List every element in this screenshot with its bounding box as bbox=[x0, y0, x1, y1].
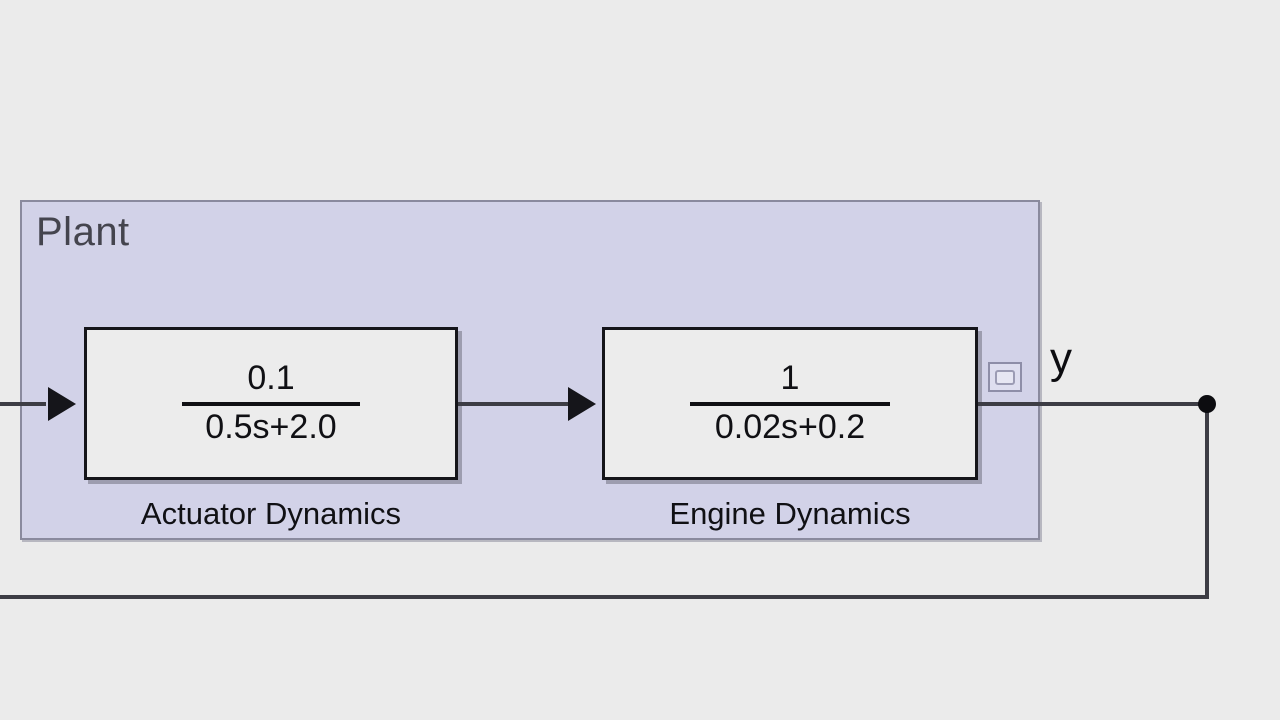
wire-feedback-vertical[interactable] bbox=[1205, 402, 1209, 599]
block-label-actuator-dynamics: Actuator Dynamics bbox=[140, 496, 402, 531]
outport-inner-shape bbox=[995, 369, 1015, 385]
triangle-right-icon-mid bbox=[568, 387, 596, 421]
transfer-function-engine: 1 0.02s+0.2 bbox=[690, 361, 890, 445]
triangle-right-icon-input bbox=[48, 387, 76, 421]
transfer-function-numerator-engine: 1 bbox=[780, 359, 800, 398]
block-label-engine-dynamics: Engine Dynamics bbox=[669, 496, 911, 531]
fraction-bar-engine bbox=[690, 402, 890, 406]
outport-square-icon[interactable] bbox=[988, 362, 1022, 392]
signal-label-y[interactable]: y bbox=[1050, 334, 1072, 383]
wire-feedback-horizontal[interactable] bbox=[0, 595, 1209, 599]
fraction-bar-actuator bbox=[182, 402, 360, 406]
wire-engine-to-junction[interactable] bbox=[978, 402, 1209, 406]
block-actuator-dynamics[interactable]: 0.1 0.5s+2.0 bbox=[84, 327, 458, 480]
transfer-function-denominator-actuator: 0.5s+2.0 bbox=[205, 408, 337, 446]
transfer-function-numerator-actuator: 0.1 bbox=[247, 359, 295, 398]
transfer-function-denominator-engine: 0.02s+0.2 bbox=[714, 408, 866, 446]
transfer-function-actuator: 0.1 0.5s+2.0 bbox=[182, 361, 360, 445]
signal-junction-dot-icon[interactable] bbox=[1198, 395, 1216, 413]
subsystem-plant-title: Plant bbox=[36, 210, 130, 254]
wire-input-to-actuator[interactable] bbox=[0, 402, 46, 406]
block-engine-dynamics[interactable]: 1 0.02s+0.2 bbox=[602, 327, 978, 480]
wire-actuator-to-engine[interactable] bbox=[458, 402, 568, 406]
